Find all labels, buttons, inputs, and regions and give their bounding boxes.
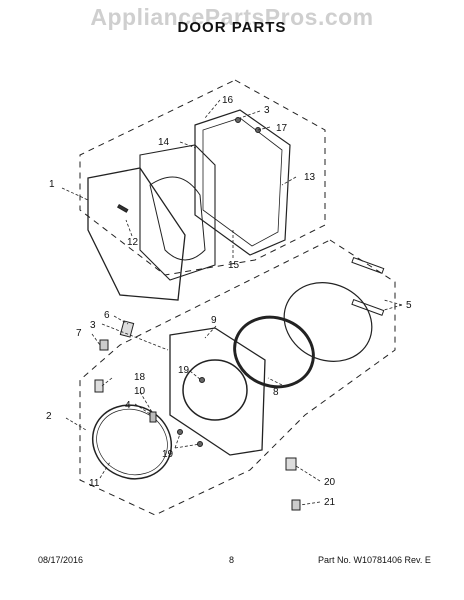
callout-3-lower: 3 — [90, 320, 96, 331]
callout-8: 8 — [273, 387, 279, 398]
leader-lines — [61, 99, 403, 506]
inner-window — [91, 404, 173, 480]
window-gasket — [233, 315, 315, 389]
glass-strip-upper — [351, 257, 385, 274]
footer-page-number: 8 — [229, 555, 235, 565]
upper-assembly-outline — [79, 79, 326, 276]
callout-19-upper: 19 — [178, 365, 190, 376]
callout-16: 16 — [222, 95, 234, 106]
callout-18: 18 — [134, 372, 146, 383]
inner-window-inner — [96, 408, 168, 476]
part-20 — [285, 457, 297, 471]
part-21 — [291, 499, 301, 511]
screw-3 — [235, 117, 241, 123]
callout-10: 10 — [134, 386, 146, 397]
part-10 — [149, 411, 157, 423]
callout-17: 17 — [276, 123, 288, 134]
callout-21: 21 — [324, 497, 336, 508]
door-liner — [139, 144, 216, 281]
hinge-part-6 — [119, 320, 135, 338]
hinge-part-7 — [99, 339, 109, 351]
watermark: AppliancePartsPros.com — [90, 4, 374, 30]
callout-6: 6 — [104, 310, 110, 321]
door-frame-back — [194, 109, 291, 256]
callout-1: 1 — [49, 179, 55, 190]
screw-19b — [177, 429, 183, 435]
callout-7: 7 — [76, 328, 82, 339]
page-title: DOOR PARTS — [177, 19, 287, 36]
callout-9: 9 — [211, 315, 217, 326]
callout-2: 2 — [46, 411, 52, 422]
inner-frame-window — [182, 359, 248, 421]
part-18 — [94, 379, 104, 393]
door-handle-slot — [116, 203, 129, 213]
callout-11: 11 — [89, 478, 100, 489]
callout-20: 20 — [324, 477, 336, 488]
callout-5: 5 — [406, 300, 412, 311]
callout-15: 15 — [228, 260, 240, 271]
liner-opening — [149, 176, 206, 261]
callout-14: 14 — [158, 137, 170, 148]
footer-date: 08/17/2016 — [38, 555, 84, 565]
callout-13: 13 — [304, 172, 316, 183]
lower-assembly-outline — [79, 239, 396, 516]
glass-strip-lower — [351, 299, 385, 316]
callout-19-lower: 19 — [162, 449, 174, 460]
footer-part-number: Part No. W10781406 Rev. E — [318, 555, 431, 565]
callout-4: 4 — [125, 400, 131, 411]
callout-12: 12 — [127, 237, 139, 248]
door-outer-panel — [87, 167, 186, 301]
screw-19a — [199, 377, 205, 383]
inner-door-frame — [169, 327, 266, 456]
callout-3-upper: 3 — [264, 105, 270, 116]
